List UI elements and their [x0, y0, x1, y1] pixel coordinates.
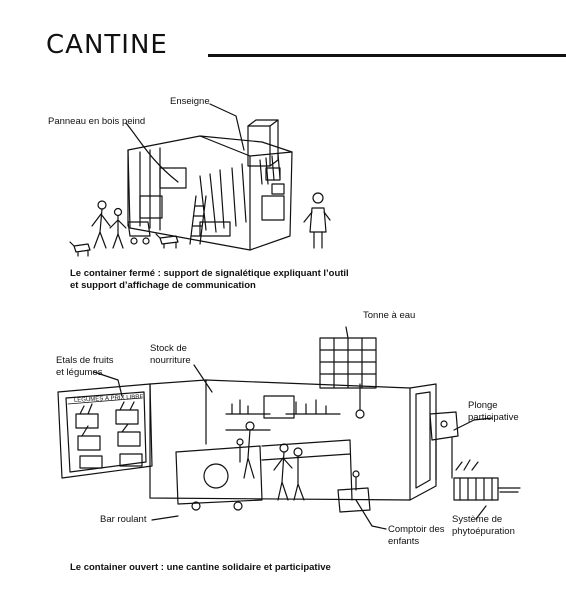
label-kids-counter-line2: enfants [388, 536, 420, 547]
label-phyto-line2: phytoépuration [452, 526, 515, 537]
label-wash-line1: Plonge [468, 400, 498, 411]
label-fruit-stalls-line1: Etals de fruits [56, 355, 114, 366]
title-rule [208, 54, 566, 57]
label-food-stock-line1: Stock de [150, 343, 187, 354]
caption-closed-line2: et support d’affichage de communication [70, 280, 256, 291]
page-title: CANTINE [46, 30, 168, 60]
label-food-stock-line2: nourriture [150, 355, 191, 366]
caption-closed-line1: Le container fermé : support de signalét… [70, 268, 349, 279]
label-fruit-stalls-line2: et légumes [56, 367, 103, 378]
closed-container-drawing [70, 104, 330, 256]
caption-open: Le container ouvert : une cantine solida… [70, 562, 331, 573]
label-kids-counter-line1: Comptoir des [388, 524, 445, 535]
label-wash-line2: participative [468, 412, 519, 423]
open-container-drawing [58, 327, 520, 529]
label-phyto-line1: Système de [452, 514, 503, 525]
label-bar: Bar roulant [100, 514, 147, 525]
label-panel: Panneau en bois peind [48, 116, 146, 127]
label-water-tank: Tonne à eau [363, 310, 416, 321]
label-sign: Enseigne [170, 96, 210, 107]
